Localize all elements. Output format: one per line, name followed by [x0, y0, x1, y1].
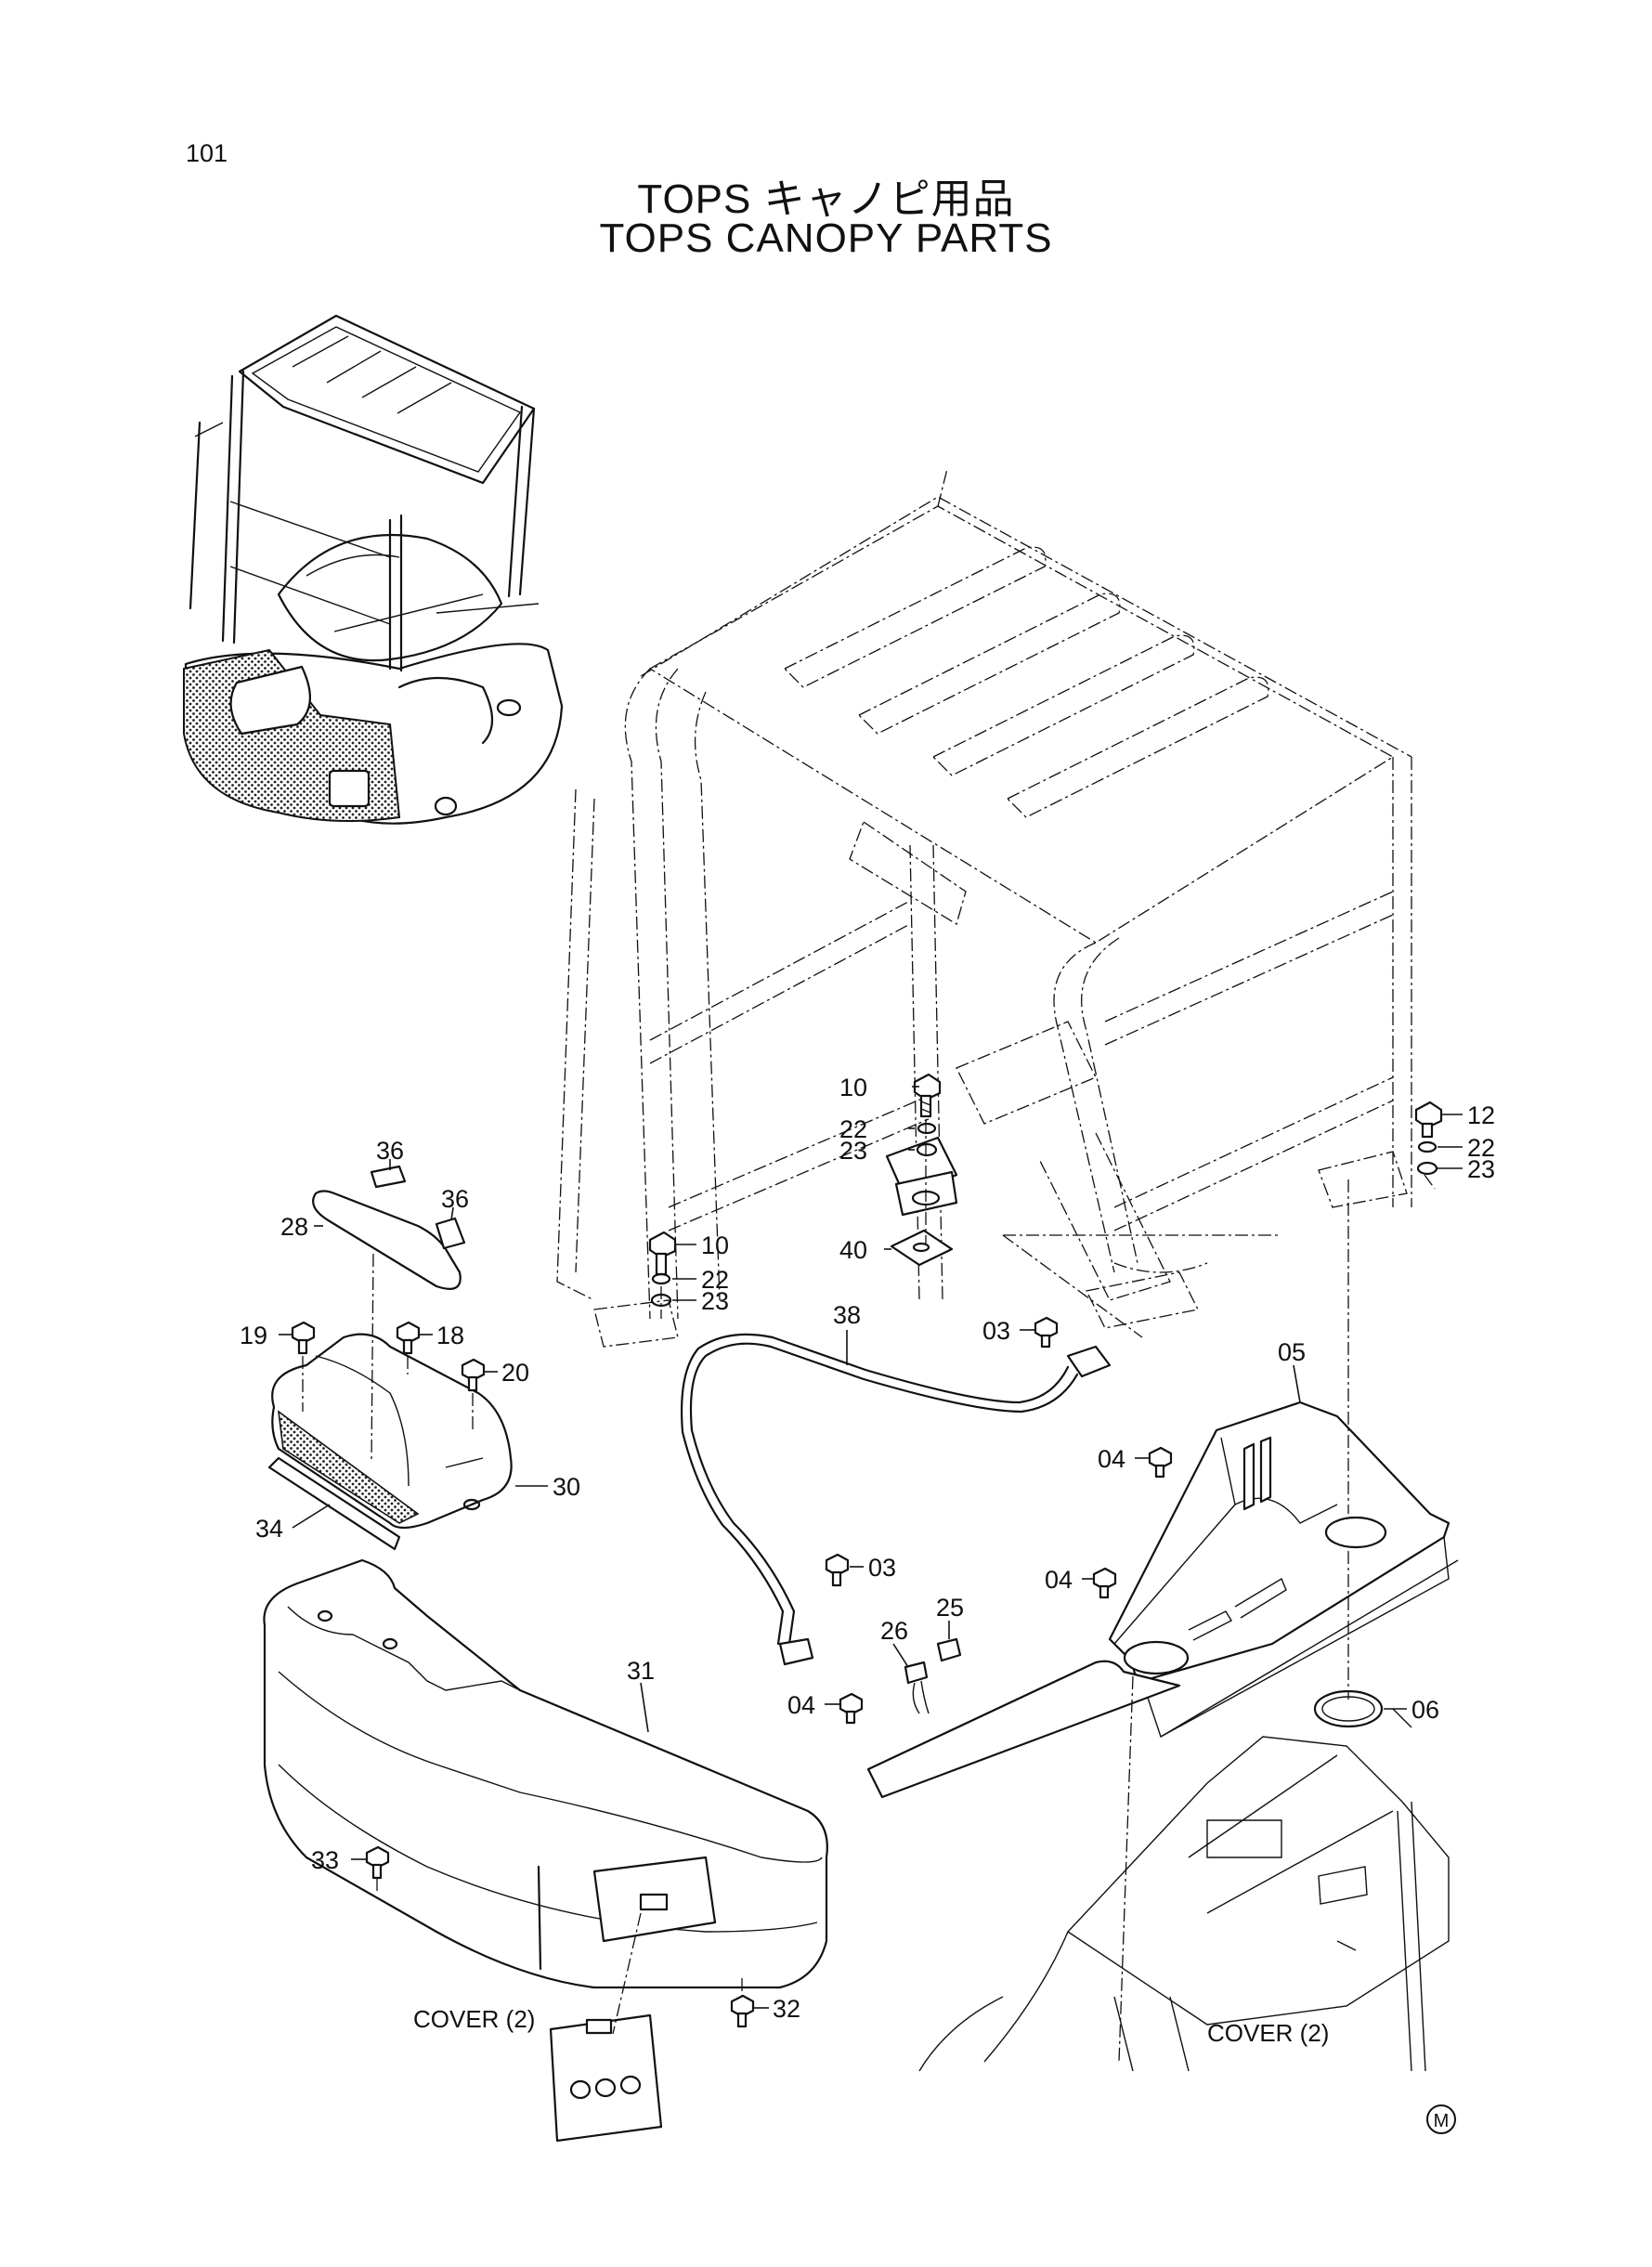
- callout-36-a: 36: [376, 1137, 404, 1165]
- bolt-10-upper: [913, 1073, 942, 1118]
- page-title-english: TOPS CANOPY PARTS: [599, 215, 1053, 261]
- page-title-japanese: TOPS キャノピ用品: [637, 176, 1015, 222]
- note-cover-right: COVER (2): [1207, 2019, 1329, 2047]
- spacer-36-a: [370, 1165, 407, 1189]
- washer-23-right: [1416, 1161, 1438, 1176]
- callout-03-upper: 03: [982, 1317, 1010, 1345]
- mount-plate-40: [890, 1229, 954, 1267]
- callout-23-left: 23: [701, 1287, 729, 1315]
- floor-mat-left: [866, 1660, 1181, 1799]
- callout-25: 25: [936, 1594, 964, 1622]
- machine-overview-illustration: [183, 314, 564, 825]
- upper-frame-illustration: [918, 1708, 1450, 2072]
- bolt-04-c: [839, 1692, 864, 1725]
- callout-10-left: 10: [701, 1231, 729, 1259]
- callout-19: 19: [240, 1322, 267, 1349]
- rubber-strip-34: [267, 1456, 401, 1551]
- leader-lines: [279, 1086, 1463, 2009]
- top-cover-30: [271, 1333, 513, 1530]
- spacer-36-b: [435, 1217, 466, 1250]
- relay-25: [936, 1637, 962, 1662]
- alignment-lines: [302, 1119, 1436, 2063]
- callout-23-upper: 23: [839, 1137, 867, 1165]
- corner-mark-letter: M: [1434, 2111, 1450, 2131]
- callout-30: 30: [553, 1473, 580, 1501]
- washer-22-left: [651, 1272, 671, 1285]
- callout-labels: 36 36 28 19 18 20 10 22 23 40 10 22 23 1…: [240, 1074, 1495, 2023]
- callout-04-c: 04: [787, 1691, 815, 1719]
- bolt-03-upper: [1034, 1316, 1059, 1348]
- bolt-33: [365, 1845, 390, 1880]
- callout-12: 12: [1467, 1101, 1495, 1129]
- bolt-18: [396, 1321, 421, 1355]
- bolt-04-b: [1092, 1567, 1117, 1599]
- bolt-32: [730, 1994, 755, 2028]
- callout-28: 28: [280, 1213, 308, 1241]
- callout-22-left: 22: [701, 1266, 729, 1294]
- callout-23-right: 23: [1467, 1155, 1495, 1183]
- note-cover-left: COVER (2): [413, 2005, 535, 2033]
- lamp-cover-28: [312, 1190, 462, 1290]
- callout-04-b: 04: [1045, 1566, 1073, 1594]
- wire-harness-38: [680, 1333, 1112, 1666]
- callout-20: 20: [501, 1359, 529, 1387]
- callout-32: 32: [773, 1995, 800, 2023]
- washer-23-upper: [916, 1142, 938, 1157]
- callout-06: 06: [1411, 1696, 1439, 1724]
- bolt-10-left: [648, 1231, 677, 1276]
- callout-10-upper: 10: [839, 1074, 867, 1101]
- callout-26: 26: [880, 1617, 908, 1645]
- canopy-mount-rubber: [885, 1136, 958, 1217]
- connector-26: [904, 1661, 930, 1714]
- callout-36-b: 36: [441, 1185, 469, 1213]
- bolt-19: [291, 1321, 316, 1355]
- callout-31: 31: [627, 1657, 655, 1685]
- rear-cover-31: [263, 1558, 828, 1989]
- callout-18: 18: [436, 1322, 464, 1349]
- page-number: 101: [186, 139, 228, 167]
- bolt-04-a: [1148, 1446, 1173, 1479]
- callout-04-a: 04: [1098, 1445, 1125, 1473]
- callout-22-upper: 22: [839, 1115, 867, 1143]
- washer-22-upper: [917, 1122, 937, 1135]
- callout-38: 38: [833, 1301, 861, 1329]
- washer-22-right: [1417, 1140, 1437, 1153]
- callout-34: 34: [255, 1515, 283, 1543]
- canopy-frame-illustration: [556, 468, 1412, 1348]
- callout-40: 40: [839, 1236, 867, 1264]
- callout-33: 33: [311, 1846, 339, 1874]
- corner-mark-m: M: [1426, 2104, 1456, 2134]
- callout-05: 05: [1278, 1338, 1306, 1366]
- bolt-20: [461, 1358, 486, 1392]
- callout-22-right: 22: [1467, 1134, 1495, 1162]
- access-cover-plate: [549, 2013, 663, 2143]
- callout-03-lower: 03: [868, 1554, 896, 1582]
- bolt-03-lower: [825, 1553, 850, 1587]
- bolt-12-right: [1414, 1101, 1443, 1139]
